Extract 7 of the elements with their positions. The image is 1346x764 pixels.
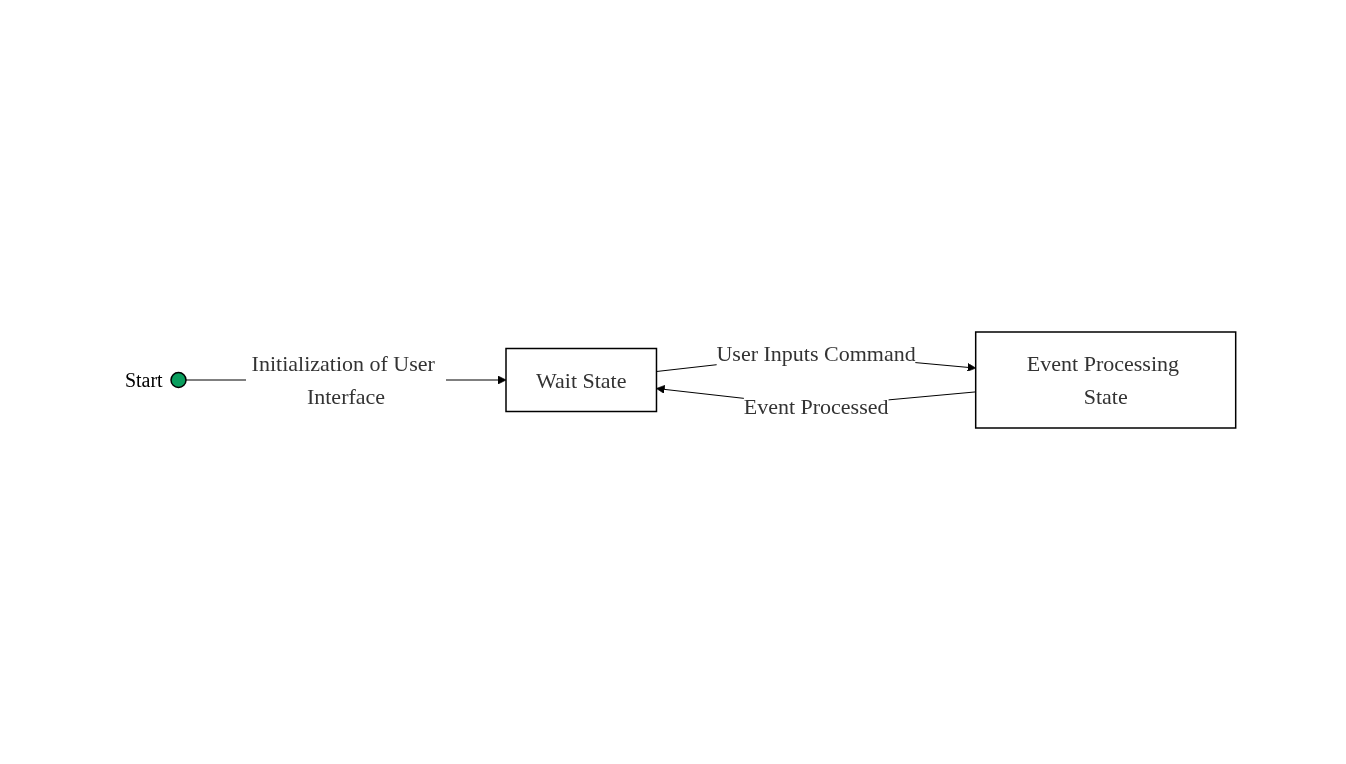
- start-label: Start: [124, 368, 163, 392]
- node-circle: [169, 371, 187, 389]
- node-box: Wait State: [504, 347, 657, 413]
- edge-label: User Inputs Command: [716, 341, 916, 366]
- node-box: Event Processing State: [974, 331, 1237, 429]
- edge-label: Initialization of User Interface: [251, 351, 435, 409]
- edge-label: Event Processed: [743, 394, 889, 419]
